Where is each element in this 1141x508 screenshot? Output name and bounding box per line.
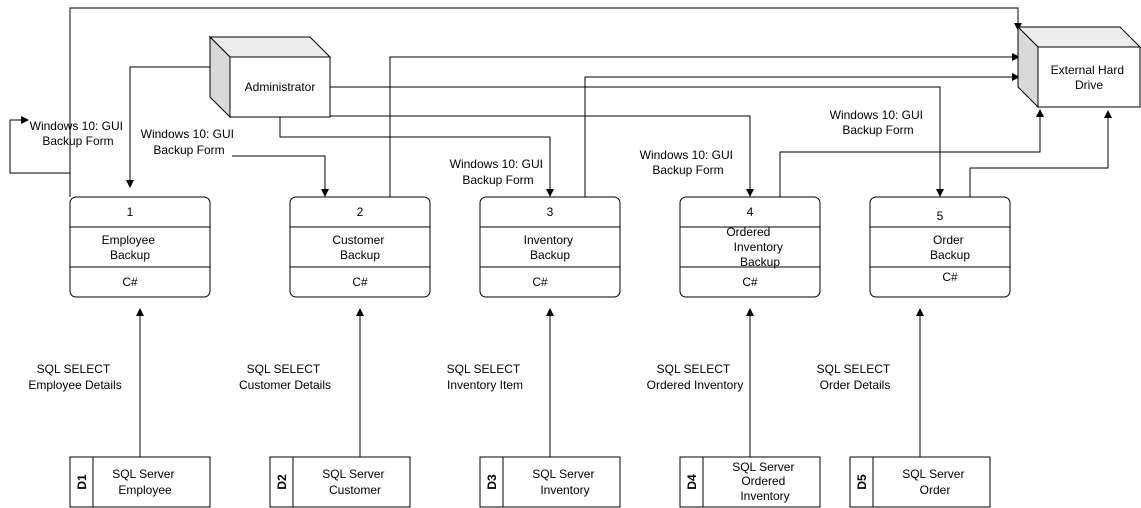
process-1: 1 Employee Backup C# bbox=[69, 196, 211, 298]
data-store-d3: D3 SQL Server Inventory bbox=[479, 456, 621, 508]
process-number: 2 bbox=[357, 205, 364, 219]
sql-read-label-2: SQL SELECT Customer Details bbox=[239, 362, 331, 392]
data-store-name: SQL Server Customer bbox=[322, 467, 388, 497]
flow-admin-to-p5 bbox=[330, 86, 944, 197]
process-3: 3 Inventory Backup C# bbox=[479, 196, 621, 298]
administrator-entity: Administrator bbox=[208, 35, 332, 119]
data-store-name: SQL Server Order bbox=[902, 467, 968, 497]
process-name: Employee Backup bbox=[102, 233, 159, 262]
process-tech: C# bbox=[742, 275, 758, 289]
process-name: Inventory Backup bbox=[524, 233, 577, 262]
process-4: 4 Ordered Inventory Backup C# bbox=[679, 196, 821, 298]
data-store-d2: D2 SQL Server Customer bbox=[269, 456, 411, 508]
data-store-d1: D1 SQL Server Employee bbox=[69, 456, 211, 508]
flow-admin-to-p1 bbox=[126, 66, 210, 188]
flow-admin-to-p2 bbox=[232, 155, 329, 197]
process-number: 4 bbox=[747, 205, 754, 219]
gui-form-label-5: Windows 10: GUI Backup Form bbox=[830, 108, 927, 137]
flow-self-loop bbox=[9, 116, 70, 174]
process-tech: C# bbox=[942, 270, 958, 284]
administrator-label: Administrator bbox=[245, 80, 316, 94]
flow-p5-to-drive bbox=[969, 110, 1112, 202]
data-store-id: D1 bbox=[75, 474, 89, 490]
data-store-id: D5 bbox=[855, 474, 869, 490]
data-store-id: D3 bbox=[485, 474, 499, 490]
data-store-d5: D5 SQL Server Order bbox=[849, 456, 991, 508]
sql-read-label-3: SQL SELECT Inventory Item bbox=[447, 362, 524, 392]
data-store-name: SQL Server Employee bbox=[112, 467, 178, 497]
gui-form-label-3: Windows 10: GUI Backup Form bbox=[450, 157, 547, 187]
process-name: Ordered Inventory Backup bbox=[726, 225, 786, 269]
process-name: Order Backup bbox=[930, 233, 970, 262]
data-store-name: SQL Server Ordered Inventory bbox=[732, 460, 798, 503]
flow-p4-to-drive bbox=[779, 109, 1044, 197]
flow-p2-to-drive bbox=[389, 53, 1020, 197]
sql-read-label-5: SQL SELECT Order Details bbox=[817, 362, 894, 392]
data-store-name: SQL Server Inventory bbox=[532, 467, 598, 497]
data-store-id: D4 bbox=[685, 474, 699, 490]
data-store-d4: D4 SQL Server Ordered Inventory bbox=[679, 456, 821, 508]
data-store-id: D2 bbox=[275, 474, 289, 490]
flow-p3-to-drive bbox=[584, 73, 1020, 197]
external-drive-entity: External Hard Drive bbox=[1016, 25, 1141, 109]
gui-form-label-1: Windows 10: GUI Backup Form bbox=[30, 119, 127, 148]
process-tech: C# bbox=[352, 275, 368, 289]
process-2: 2 Customer Backup C# bbox=[289, 196, 431, 298]
process-number: 3 bbox=[547, 205, 554, 219]
gui-form-label-4: Windows 10: GUI Backup Form bbox=[640, 148, 737, 177]
process-tech: C# bbox=[122, 275, 138, 289]
process-5: 5 Order Backup C# bbox=[869, 196, 1011, 298]
process-number: 1 bbox=[127, 205, 134, 219]
process-name: Customer Backup bbox=[332, 233, 387, 262]
external-drive-label: External Hard Drive bbox=[1051, 63, 1128, 92]
sql-read-label-1: SQL SELECT Employee Details bbox=[28, 362, 121, 392]
gui-form-label-2: Windows 10: GUI Backup Form bbox=[141, 127, 238, 157]
process-tech: C# bbox=[532, 275, 548, 289]
flow-admin-to-p3 bbox=[279, 114, 554, 197]
sql-read-label-4: SQL SELECT Ordered Inventory bbox=[647, 362, 744, 392]
flow-loop-top bbox=[69, 7, 1022, 197]
process-number: 5 bbox=[937, 209, 944, 223]
